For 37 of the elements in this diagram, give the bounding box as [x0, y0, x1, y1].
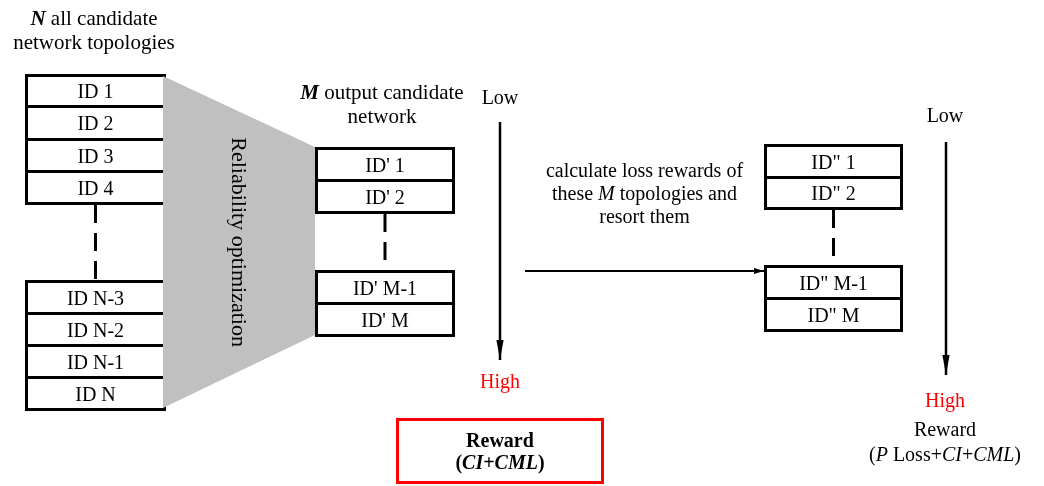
row-label: ID N-3 — [66, 286, 125, 309]
row-label: ID" M-1 — [799, 271, 868, 294]
row-label: ID" 1 — [811, 150, 856, 173]
row-label: ID' M — [361, 308, 409, 331]
reward-text: Reward — [466, 429, 534, 451]
row-label: ID' 1 — [365, 153, 405, 176]
scale-label: High — [924, 389, 966, 412]
scale-label: Low — [480, 86, 520, 109]
list-row-box — [25, 376, 166, 411]
row-label: ID 3 — [77, 144, 114, 167]
row-label: ID 2 — [77, 112, 114, 134]
scale-label: Low — [925, 104, 965, 127]
row-label: ID 1 — [77, 80, 114, 102]
row-label: ID N — [75, 382, 116, 405]
row-label: ID N-2 — [66, 318, 125, 341]
heading: N all candidate network topologies — [12, 6, 176, 55]
list-row-box — [315, 179, 455, 214]
row-label: ID 4 — [77, 176, 114, 199]
row-label: ID" 2 — [811, 182, 856, 204]
reward-label: Reward — [912, 418, 978, 441]
list-row-box — [764, 297, 903, 332]
row-label: ID N-1 — [66, 350, 125, 373]
list-row-box — [25, 74, 166, 108]
stage-label: Reliability optimization — [226, 137, 252, 347]
dashed-connector — [94, 205, 97, 280]
row-label: ID' 2 — [365, 185, 405, 208]
arrow — [524, 268, 765, 274]
list-row-box — [764, 176, 903, 210]
row-label: ID' M-1 — [352, 276, 418, 299]
row-label: ID" M — [807, 303, 860, 326]
reward-text: (CI+CML) — [455, 451, 545, 473]
heading: M output candidate network — [299, 80, 465, 129]
scale-label: High — [479, 370, 521, 393]
list-row-box — [25, 170, 166, 205]
reward-box — [396, 418, 604, 484]
reward-formula: (P Loss+CI+CML) — [868, 443, 1022, 466]
list-row-box — [315, 302, 455, 337]
